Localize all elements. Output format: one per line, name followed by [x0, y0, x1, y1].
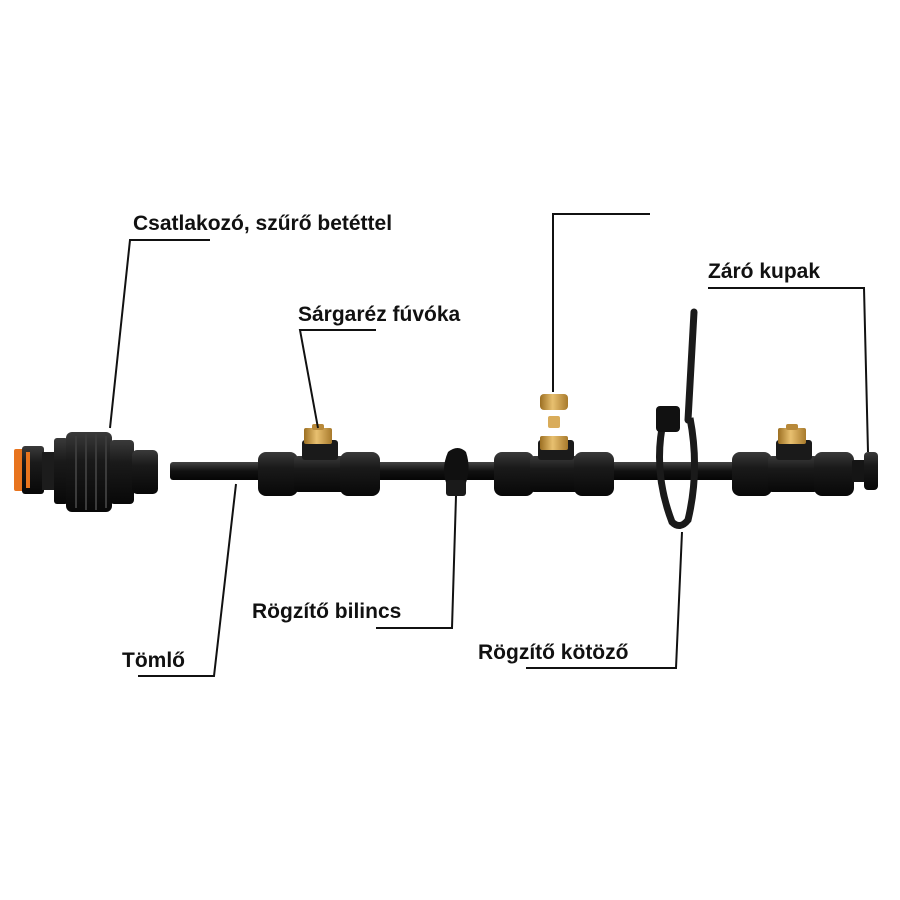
- connector-leader: [109, 239, 210, 429]
- connector-label: Csatlakozó, szűrő betéttel: [133, 212, 392, 235]
- hose-leader: [138, 483, 237, 677]
- tee-fitting-icon: [732, 440, 854, 496]
- end-cap-icon: [852, 452, 878, 490]
- tee-fitting-icon: [258, 440, 380, 496]
- cable-tie-icon: [656, 308, 699, 529]
- exploded-nozzle-leader: [552, 213, 650, 392]
- cable-tie-label: Rögzítő kötöző: [478, 641, 628, 664]
- brass-nozzle-icon: [540, 394, 568, 450]
- hose-label: Tömlő: [122, 649, 185, 672]
- hose-connector-icon: [14, 432, 158, 512]
- cable-tie-leader: [526, 531, 683, 669]
- end-cap-label: Záró kupak: [708, 260, 820, 283]
- brass-nozzle-icon: [778, 424, 806, 444]
- clamp-label: Rögzítő bilincs: [252, 600, 401, 623]
- end-cap-leader: [708, 287, 869, 453]
- brass-nozzle-label: Sárgaréz fúvóka: [298, 303, 461, 326]
- clamp-leader: [376, 495, 457, 629]
- brass-nozzle-leader: [298, 329, 376, 429]
- clamp-icon: [444, 448, 469, 496]
